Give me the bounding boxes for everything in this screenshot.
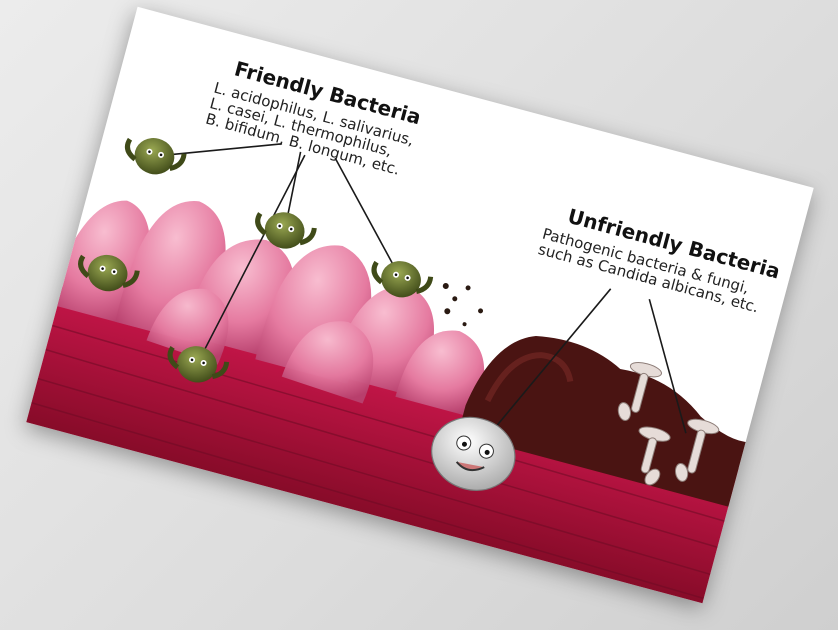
pathogen-particles (434, 279, 488, 330)
friendly-bacterium (122, 131, 187, 181)
intestine-illustration (26, 7, 813, 604)
illustration-card: Friendly Bacteria L. acidophilus, L. sal… (26, 7, 813, 604)
